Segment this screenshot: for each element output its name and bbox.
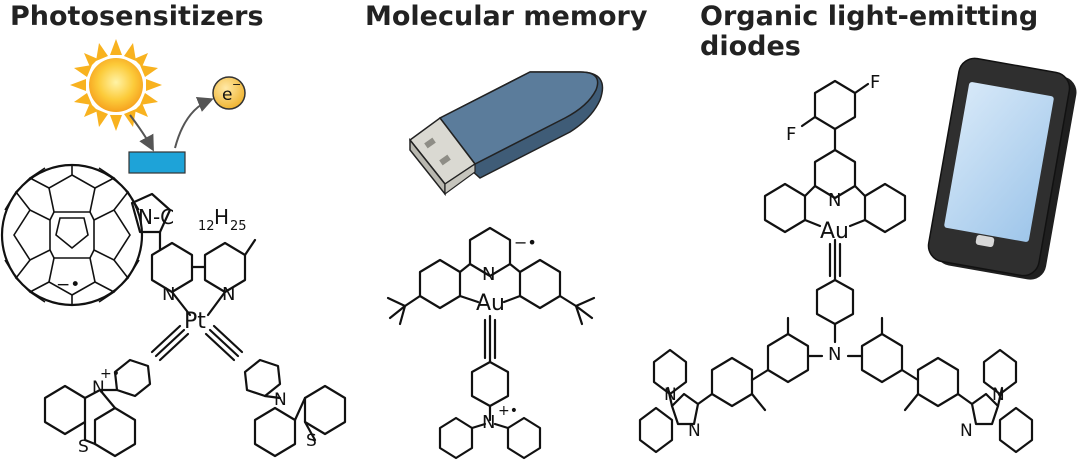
bipyridine-structure xyxy=(150,230,257,317)
bipy-n1: N xyxy=(162,284,175,305)
electron-charge: − xyxy=(232,78,241,91)
sun-icon xyxy=(70,39,162,131)
phenyl-rings-pt xyxy=(113,358,282,398)
pyrrolidine-structure xyxy=(130,192,172,234)
bipy-n2: N xyxy=(222,284,235,305)
bzim-left-n2: N xyxy=(688,421,701,441)
bzim-left-n1: N xyxy=(664,385,677,405)
fullerene-structure: −• xyxy=(0,163,144,307)
difluorophenyl-ring xyxy=(800,79,870,152)
alkyl-subscript-1: 12 xyxy=(198,219,215,234)
triarylamine-arms xyxy=(696,316,974,412)
heading-photosensitizers: Photosensitizers xyxy=(10,1,264,32)
alkyl-subscript-2: 25 xyxy=(230,219,247,234)
electron-label: e xyxy=(222,85,232,105)
smartphone-icon xyxy=(927,57,1077,280)
substrate-rect xyxy=(128,151,186,174)
gold-label-memory: Au xyxy=(476,291,505,316)
au-oled-n: N xyxy=(828,190,841,211)
platinum-label: Pt xyxy=(184,309,206,334)
usb-drive-icon xyxy=(408,71,604,197)
fullerene-charge: −• xyxy=(56,275,80,295)
pt-alkyne-arms xyxy=(150,324,244,362)
ptz-right-s: S xyxy=(306,431,317,451)
heading-molecular-memory: Molecular memory xyxy=(365,1,648,32)
benzimidazole-right xyxy=(970,348,1034,454)
amine-charge-memory: +• xyxy=(498,403,518,419)
ptz-left-n: N xyxy=(92,378,105,398)
bzim-right-n1: N xyxy=(992,385,1005,405)
phenothiazine-left xyxy=(43,384,137,458)
gold-label-oled: Au xyxy=(820,219,849,244)
ptz-left-charge: +• xyxy=(100,366,120,382)
triarylamine-n: N xyxy=(828,344,841,365)
au-memory-n: N xyxy=(482,264,495,285)
amine-n-memory: N xyxy=(482,412,495,433)
fluorine-1: F xyxy=(870,72,880,93)
alkyl-h-label: H xyxy=(214,205,229,229)
light-arrow xyxy=(129,114,154,152)
au-complex-oled xyxy=(763,148,907,344)
alkyl-chain-label: N-C xyxy=(138,205,174,229)
electron-arrow xyxy=(174,97,214,149)
fluorine-2: F xyxy=(786,124,796,145)
bzim-right-n2: N xyxy=(960,421,973,441)
benzimidazole-left xyxy=(638,348,700,454)
au-complex-memory xyxy=(386,226,596,460)
memory-anion-charge: −• xyxy=(514,233,537,252)
ptz-right-n: N xyxy=(274,390,287,410)
ptz-left-s: S xyxy=(78,437,89,457)
phenothiazine-right xyxy=(253,384,347,458)
heading-oled: Organic light-emitting diodes xyxy=(700,1,1039,62)
electron-icon: e − xyxy=(212,76,246,110)
